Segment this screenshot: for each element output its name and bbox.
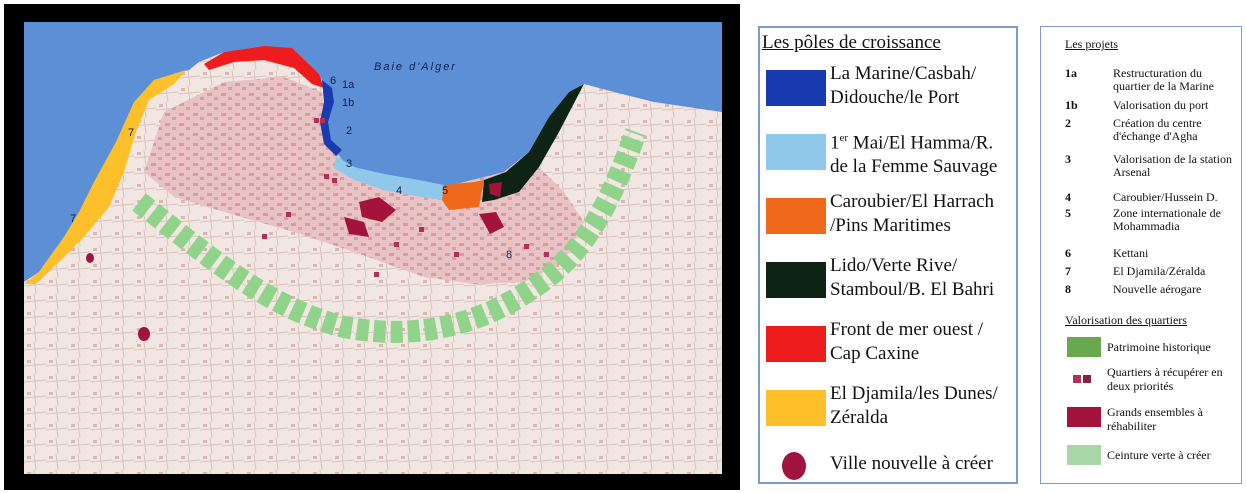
swatch-caroubier [766, 198, 826, 234]
pole-label: Front de mer ouest / Cap Caxine [830, 319, 984, 364]
legend-poles: Les pôles de croissance La Marine/Casbah… [758, 26, 1018, 484]
marker-1a: 1a [342, 79, 355, 91]
legend-pole-1er-mai: 1er Mai/El Hamma/R. de la Femme Sauvage [760, 126, 1018, 182]
ville-nouvelle-west [86, 253, 94, 263]
marker-6: 6 [330, 75, 336, 87]
project-num: 2 [1065, 116, 1071, 130]
swatch-la-marine [766, 70, 826, 106]
swatch-quartier-1 [1073, 375, 1081, 383]
pole-label: Lido/Verte Rive/ Stamboul/B. El Bahri [830, 255, 995, 300]
valorisation-text: Quartiers à récupérer en deux priorités [1107, 365, 1223, 393]
project-text: Zone internationale de Mohammadia [1113, 206, 1221, 233]
swatch-grands-ensembles [1067, 407, 1101, 427]
quartiers [262, 118, 549, 277]
project-num: 8 [1065, 282, 1071, 296]
swatch-lido [766, 262, 826, 298]
marker-7-north: 7 [128, 127, 134, 139]
project-text: Création du centre d'échange d'Agha [1113, 116, 1202, 143]
pole-label: El Djamila/les Dunes/ Zéralda [830, 383, 998, 428]
marker-3: 3 [346, 158, 352, 170]
valorisation-text: Patrimoine historique [1107, 340, 1211, 354]
legend-projects: Les projets 1a Restructuration du quarti… [1040, 26, 1242, 484]
zone-el-djamila[interactable] [24, 70, 186, 284]
marker-7-south: 7 [70, 213, 76, 225]
legend-pole-la-marine: La Marine/Casbah/ Didouche/le Port [760, 62, 1018, 118]
project-text: Valorisation de la station Arsenal [1113, 152, 1232, 179]
project-text: Restructuration du quartier de la Marine [1113, 66, 1214, 93]
pole-label: La Marine/Casbah/ Didouche/le Port [830, 63, 977, 108]
swatch-el-djamila [766, 390, 826, 426]
marker-8: 8 [506, 249, 512, 261]
swatch-patrimoine [1067, 337, 1101, 357]
legend-pole-ville-nouvelle: Ville nouvelle à créer [760, 446, 1018, 480]
swatch-1er-mai [766, 134, 826, 170]
project-num: 1b [1065, 98, 1078, 112]
map-frame: Baie d'Alger [4, 4, 740, 490]
project-text: Caroubier/Hussein D. [1113, 190, 1218, 204]
legend-pole-el-djamila: El Djamila/les Dunes/ Zéralda [760, 382, 1018, 438]
marker-4: 4 [396, 185, 402, 197]
bay-label: Baie d'Alger [374, 61, 457, 73]
legend-poles-title: Les pôles de croissance [762, 32, 941, 53]
zone-lido[interactable] [482, 84, 584, 202]
project-text: El Djamila/Zéralda [1113, 264, 1206, 278]
project-num: 4 [1065, 190, 1071, 204]
pole-label: Ville nouvelle à créer [830, 453, 993, 474]
project-num: 7 [1065, 264, 1071, 278]
zone-1er-mai[interactable] [334, 156, 444, 200]
swatch-ville-nouvelle-dot [782, 452, 806, 480]
map[interactable]: Baie d'Alger [24, 22, 722, 474]
swatch-front-de-mer [766, 326, 826, 362]
project-num: 3 [1065, 152, 1071, 166]
zone-la-marine[interactable] [320, 80, 342, 156]
legend-pole-front-de-mer: Front de mer ouest / Cap Caxine [760, 318, 1018, 374]
ceinture-verte [132, 128, 647, 343]
zone-caroubier[interactable] [442, 180, 484, 210]
legend-pole-lido: Lido/Verte Rive/ Stamboul/B. El Bahri [760, 254, 1018, 310]
marker-1b: 1b [342, 97, 354, 109]
marker-2: 2 [346, 125, 352, 137]
valorisation-title: Valorisation des quartiers [1065, 313, 1187, 327]
pole-label: Caroubier/El Harrach /Pins Maritimes [830, 191, 995, 236]
project-num: 5 [1065, 206, 1071, 220]
zone-front-de-mer-ouest[interactable] [204, 46, 324, 88]
marker-5: 5 [442, 185, 448, 197]
swatch-ceinture [1067, 445, 1101, 465]
ville-nouvelle-south [138, 327, 150, 341]
project-text: Nouvelle aérogare [1113, 282, 1202, 296]
valorisation-text: Ceinture verte à créer [1107, 448, 1211, 462]
legend-projects-title: Les projets [1065, 37, 1118, 51]
pole-label: 1er Mai/El Hamma/R. de la Femme Sauvage [830, 132, 998, 178]
swatch-quartier-2 [1083, 375, 1091, 383]
project-text: Kettani [1113, 246, 1149, 260]
legend-pole-caroubier: Caroubier/El Harrach /Pins Maritimes [760, 190, 1018, 246]
valorisation-text: Grands ensembles à réhabiliter [1107, 405, 1203, 433]
project-text: Valorisation du port [1113, 98, 1209, 112]
project-num: 6 [1065, 246, 1071, 260]
grands-ensembles [344, 182, 504, 237]
project-num: 1a [1065, 66, 1077, 80]
